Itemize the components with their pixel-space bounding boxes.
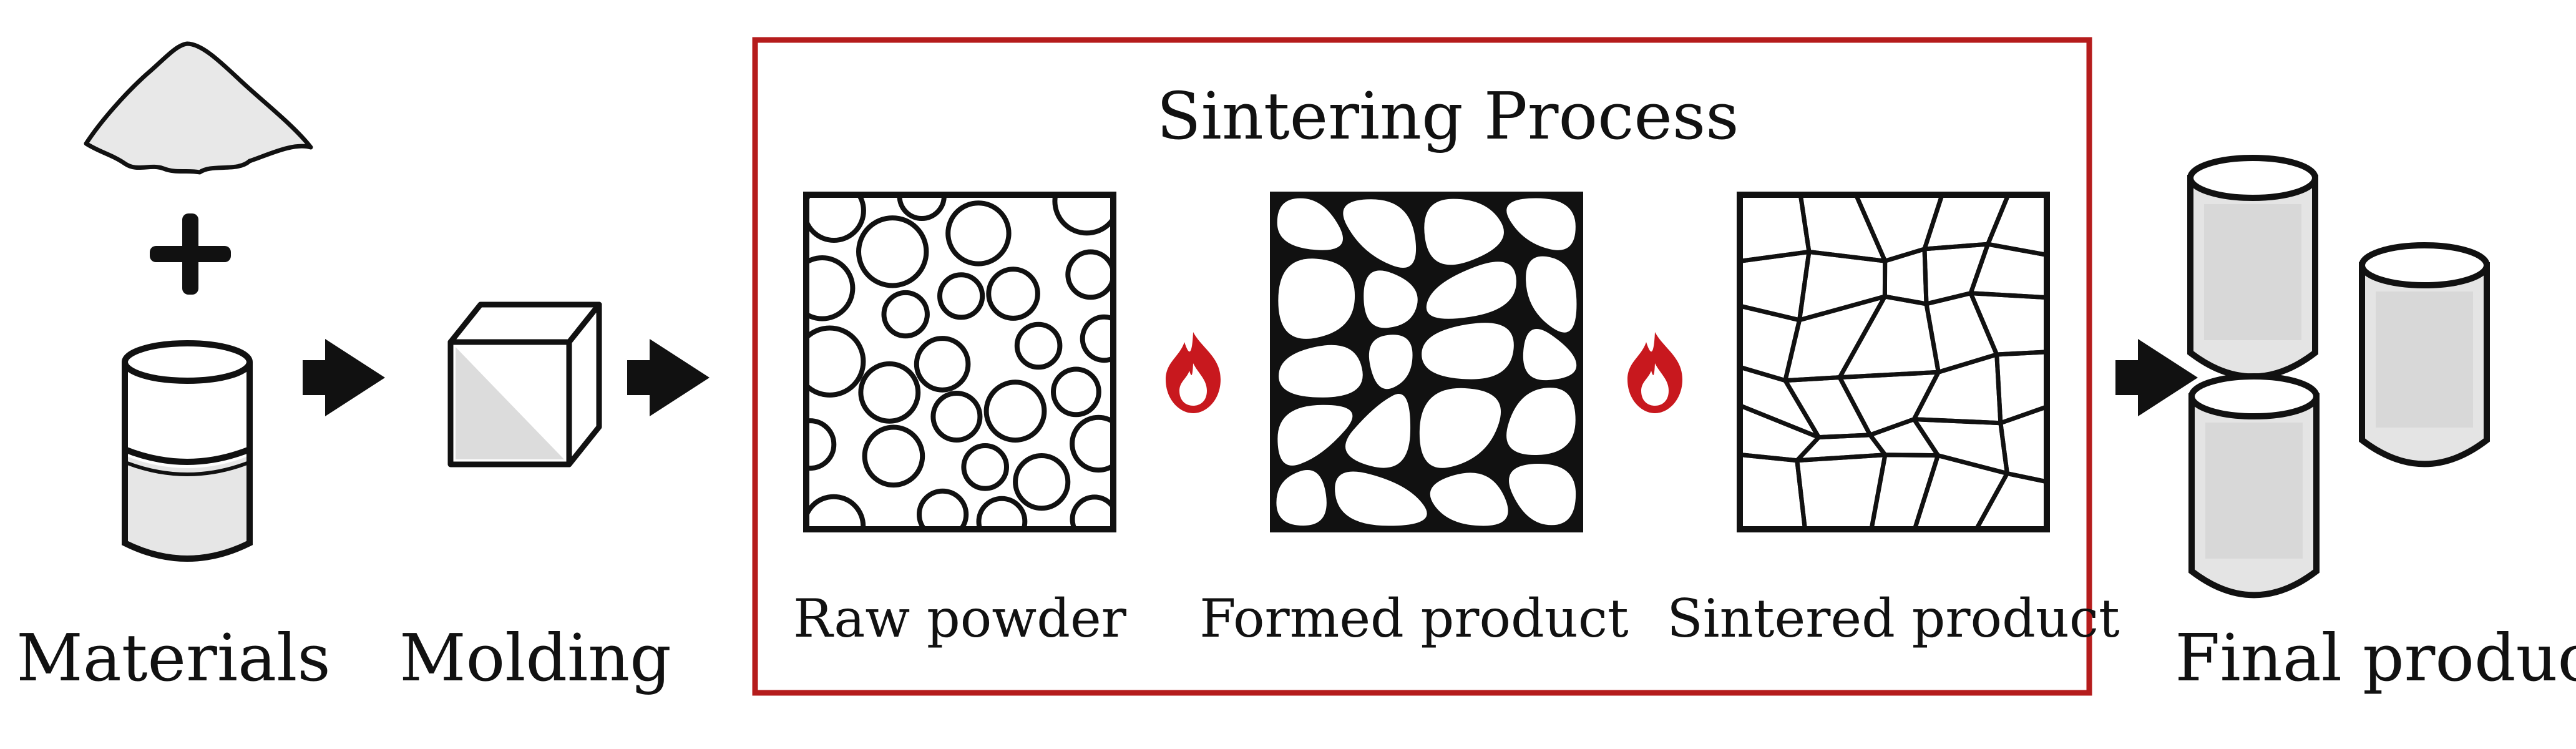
formed-grain — [1422, 323, 1514, 379]
formed-grain — [1506, 388, 1576, 456]
powder-particle — [806, 418, 837, 471]
final-product-label: Final product — [2175, 620, 2576, 696]
sintered-grain — [1974, 471, 2047, 529]
sintered-grain — [1911, 417, 2009, 476]
cube-icon — [447, 301, 602, 468]
formed-grain — [1335, 471, 1427, 526]
formed-grain — [1526, 256, 1577, 333]
powder-particle — [1070, 494, 1113, 529]
powder-pile-icon — [84, 41, 313, 175]
raw-powder-label: Raw powder — [793, 588, 1127, 649]
formed-grain — [1279, 345, 1363, 398]
powder-particle — [1013, 453, 1071, 511]
formed-grain — [1364, 270, 1418, 328]
sintered-grain — [1986, 195, 2047, 257]
formed-grain — [1276, 470, 1327, 526]
powder-particle — [862, 424, 925, 488]
powder-particle — [881, 290, 930, 339]
sintered-grain — [1968, 242, 2047, 300]
formed-grain — [1523, 328, 1577, 381]
formed-grain — [1430, 472, 1508, 526]
sintered-grain — [1869, 453, 1940, 529]
powder-particle — [914, 336, 971, 393]
sintered-product-label: Sintered product — [1667, 588, 2120, 649]
sintered-grain — [1994, 350, 2047, 426]
arrow-right-icon — [627, 339, 710, 416]
formed-grain — [1345, 393, 1411, 468]
plus-icon — [150, 213, 231, 295]
powder-particle — [806, 494, 866, 529]
powder-particle — [1065, 249, 1113, 300]
beaker-icon — [122, 340, 253, 562]
powder-particle — [856, 215, 929, 288]
powder-particle — [1051, 366, 1101, 418]
formed-grain — [1368, 335, 1413, 389]
sintered-grain — [1837, 294, 1941, 380]
formed-grain — [1277, 198, 1343, 250]
powder-particle — [1070, 414, 1113, 473]
powder-particle — [930, 391, 983, 443]
arrow-right-icon — [303, 339, 385, 416]
formed-grain — [1426, 262, 1516, 319]
sintered-grain — [1912, 453, 2009, 529]
powder-particle — [1080, 314, 1113, 363]
formed-grain — [1506, 198, 1576, 250]
sintering-process-frame: Sintering Process Raw powder Formed prod… — [752, 37, 2120, 696]
sintered-grain — [1911, 352, 2003, 426]
powder-particles — [806, 195, 1113, 529]
sintered-grain — [1740, 452, 1808, 529]
formed-grain — [1509, 463, 1576, 526]
flame-icon — [1166, 332, 1221, 413]
formed-grain — [1278, 258, 1355, 339]
formed-grain — [1419, 388, 1501, 468]
powder-particle — [806, 255, 856, 321]
powder-particle — [986, 267, 1040, 321]
powder-particle — [945, 200, 1012, 267]
powder-particle — [976, 496, 1028, 529]
powder-particle — [961, 443, 1009, 491]
powder-particle — [806, 325, 866, 398]
final-product-cylinders — [2187, 155, 2490, 599]
powder-particle — [917, 488, 969, 529]
powder-particle — [1052, 195, 1113, 236]
sintered-grain — [1998, 404, 2047, 484]
formed-grain — [1277, 404, 1353, 466]
molding-label: Molding — [399, 620, 671, 696]
cylinder-icon — [2359, 242, 2490, 468]
formed-grains — [1276, 198, 1577, 526]
cylinder-icon — [2188, 373, 2320, 599]
sintered-product-panel: Sintered product — [1667, 192, 2120, 649]
formed-product-label: Formed product — [1199, 588, 1629, 649]
cylinder-icon — [2187, 155, 2318, 380]
sintered-grain — [1968, 291, 2047, 357]
sintering-title: Sintering Process — [1156, 78, 1739, 154]
raw-powder-panel: Raw powder — [793, 192, 1127, 649]
powder-particle — [858, 361, 921, 424]
sintered-grain — [1795, 453, 1888, 529]
powder-particle — [983, 379, 1047, 443]
powder-particle — [806, 195, 866, 243]
formed-grain — [1424, 198, 1504, 265]
arrow-right-icon — [2115, 339, 2198, 416]
sintered-grain-boundaries — [1740, 195, 2047, 529]
flame-icon — [1627, 332, 1682, 413]
formed-grain — [1343, 199, 1417, 268]
powder-particle — [1014, 321, 1063, 370]
formed-product-panel: Formed product — [1199, 192, 1629, 649]
powder-particle — [937, 272, 985, 320]
materials-label: Materials — [16, 620, 330, 696]
